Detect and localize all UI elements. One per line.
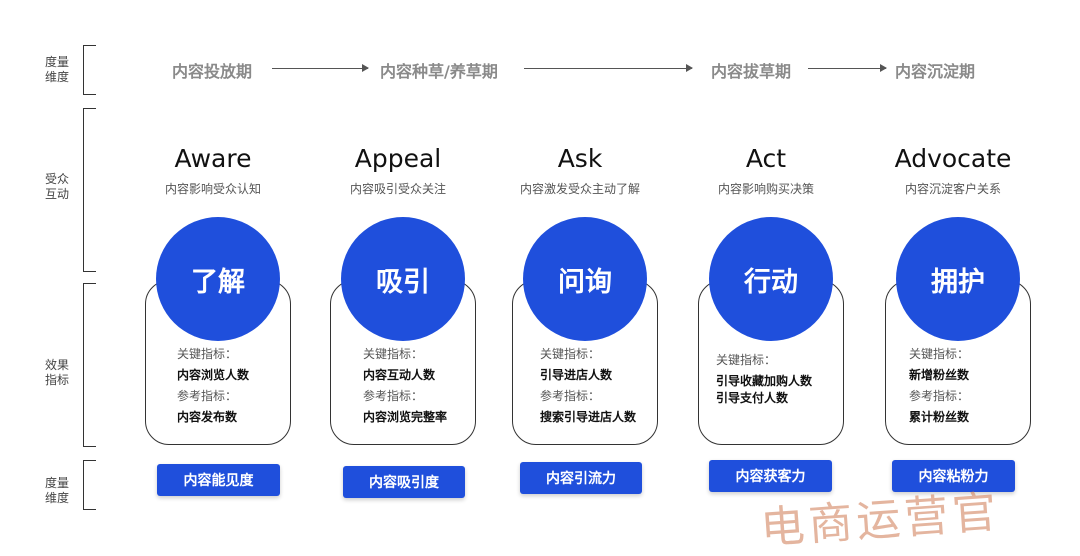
column-subtitle: 内容激发受众主动了解 — [519, 182, 640, 196]
column-subtitle: 内容影响受众认知 — [164, 182, 261, 196]
key-metric-value: 引导收藏加购人数 — [716, 374, 813, 388]
stage-circle: 了解 — [156, 217, 280, 341]
column-title: Appeal — [354, 144, 442, 173]
key-metric-value: 引导支付人数 — [716, 391, 789, 405]
column-ask: Ask 内容激发受众主动了解 问询 关键指标： 引导进店人数 参考指标： 搜索引… — [500, 0, 660, 547]
ref-metric-label: 参考指标： — [909, 389, 970, 403]
metrics-list: 关键指标： 引导进店人数 参考指标： 搜索引导进店人数 — [540, 344, 636, 428]
key-metric-label: 关键指标： — [177, 347, 238, 361]
row-label-effect: 效果指标 — [44, 358, 69, 387]
key-metric-value: 引导进店人数 — [540, 368, 613, 382]
bracket-measure-top — [83, 45, 96, 95]
dimension-button: 内容吸引度 — [343, 466, 465, 498]
ref-metric-label: 参考指标： — [177, 389, 238, 403]
column-subtitle: 内容沉淀客户关系 — [904, 182, 1001, 196]
dimension-button: 内容引流力 — [520, 462, 642, 494]
metrics-list: 关键指标： 新增粉丝数 参考指标： 累计粉丝数 — [909, 344, 969, 428]
column-appeal: Appeal 内容吸引受众关注 吸引 关键指标： 内容互动人数 参考指标： 内容… — [318, 0, 478, 547]
ref-metric-label: 参考指标： — [363, 389, 424, 403]
stage-label-1: 内容投放期 — [172, 62, 253, 81]
row-label-audience: 受众互动 — [44, 172, 69, 201]
key-metric-value: 新增粉丝数 — [909, 368, 970, 382]
metrics-list: 关键指标： 内容互动人数 参考指标： 内容浏览完整率 — [363, 344, 447, 428]
row-label-measure-bottom: 度量维度 — [44, 476, 69, 505]
row-label-measure-top: 度量维度 — [44, 55, 69, 84]
key-metric-label: 关键指标： — [363, 347, 424, 361]
dimension-button: 内容获客力 — [709, 460, 832, 492]
stage-circle: 问询 — [523, 217, 647, 341]
stage-circle: 吸引 — [341, 217, 465, 341]
column-title: Aware — [174, 144, 252, 173]
column-subtitle: 内容影响购买决策 — [717, 182, 814, 196]
bracket-measure-bottom — [83, 460, 96, 510]
stage-label-2: 内容种草/养草期 — [380, 62, 498, 81]
key-metric-label: 关键指标： — [540, 347, 601, 361]
dimension-button: 内容粘粉力 — [892, 460, 1015, 492]
stage-circle: 拥护 — [896, 217, 1020, 341]
column-aware: Aware 内容影响受众认知 了解 关键指标： 内容浏览人数 参考指标： 内容发… — [133, 0, 293, 547]
column-subtitle: 内容吸引受众关注 — [349, 182, 446, 196]
key-metric-value: 内容浏览人数 — [177, 368, 250, 382]
key-metric-value: 内容互动人数 — [363, 368, 436, 382]
column-title: Act — [745, 144, 787, 173]
column-act: Act 内容影响购买决策 行动 关键指标： 引导收藏加购人数 引导支付人数 内容… — [686, 0, 846, 547]
ref-metric-label: 参考指标： — [540, 389, 601, 403]
dimension-button: 内容能见度 — [157, 464, 280, 496]
stage-arrow-3 — [808, 64, 887, 72]
column-advocate: Advocate 内容沉淀客户关系 拥护 关键指标： 新增粉丝数 参考指标： 累… — [873, 0, 1033, 547]
ref-metric-value: 搜索引导进店人数 — [540, 410, 637, 424]
key-metric-label: 关键指标： — [909, 347, 970, 361]
stage-circle: 行动 — [709, 217, 833, 341]
column-title: Ask — [557, 144, 603, 173]
stage-label-4: 内容沉淀期 — [895, 62, 976, 81]
stage-arrow-2 — [524, 64, 693, 72]
stage-arrow-1 — [272, 64, 369, 72]
ref-metric-value: 内容浏览完整率 — [363, 410, 448, 424]
column-title: Advocate — [894, 144, 1012, 173]
bracket-audience — [83, 108, 96, 272]
ref-metric-value: 累计粉丝数 — [909, 410, 970, 424]
bracket-effect — [83, 283, 96, 447]
key-metric-label: 关键指标： — [716, 353, 777, 367]
metrics-list: 关键指标： 内容浏览人数 参考指标： 内容发布数 — [177, 344, 249, 428]
ref-metric-value: 内容发布数 — [177, 410, 238, 424]
stage-label-3: 内容拔草期 — [711, 62, 792, 81]
metrics-list: 关键指标： 引导收藏加购人数 引导支付人数 — [716, 350, 812, 407]
